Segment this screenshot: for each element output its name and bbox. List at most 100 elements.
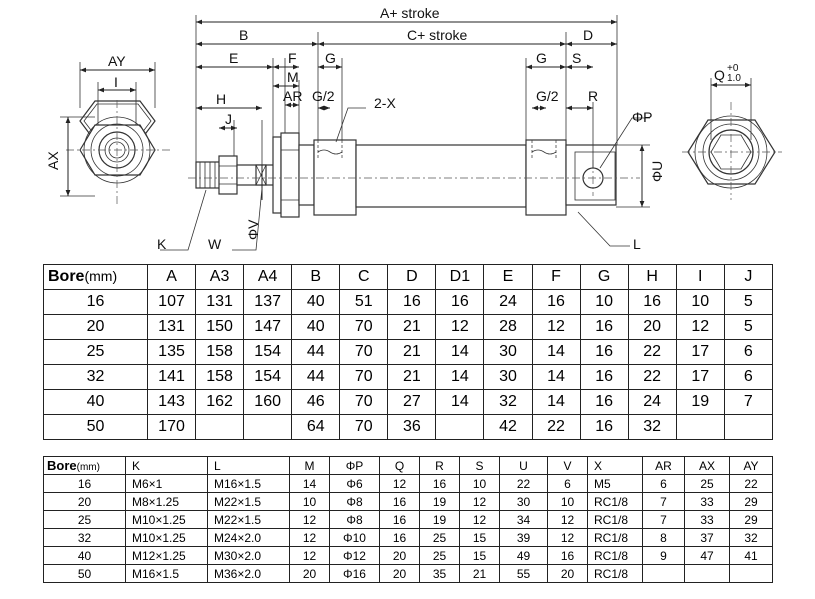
table-cell: 16	[627, 289, 677, 315]
table-cell: 15	[459, 546, 500, 565]
bore-header: Bore(mm)	[43, 456, 126, 475]
right-end-view	[682, 78, 782, 200]
table-cell: Φ10	[329, 528, 380, 547]
table-cell: 12	[547, 510, 588, 529]
header-cell: J	[723, 264, 774, 290]
table-cell: 41	[729, 546, 773, 565]
table-cell: 22	[729, 474, 773, 493]
table-cell: Φ6	[329, 474, 380, 493]
bore-header: Bore(mm)	[43, 264, 148, 290]
header-cell: C	[339, 264, 389, 290]
table-cell: 21	[387, 314, 437, 340]
table-cell: 8	[642, 528, 685, 547]
table-cell: 24	[627, 389, 677, 415]
table-cell: 158	[195, 339, 245, 365]
label-e: E	[229, 50, 238, 66]
table-cell: 25	[419, 546, 460, 565]
table-cell: 158	[195, 364, 245, 390]
table-cell: 20	[627, 314, 677, 340]
table-cell: 14	[435, 339, 485, 365]
table-cell: 10	[459, 474, 500, 493]
table-cell	[684, 564, 730, 583]
table-cell: Φ8	[329, 510, 380, 529]
table-cell: Φ16	[329, 564, 380, 583]
table-header-row: Bore(mm) A A3 A4 B C D D1 E F G H I J	[43, 264, 774, 290]
table-cell: 17	[675, 339, 725, 365]
table-cell: 10	[675, 289, 725, 315]
label-ax: AX	[45, 151, 61, 170]
table-cell: 20	[379, 564, 420, 583]
table-cell: 16	[579, 364, 629, 390]
table-cell: 27	[387, 389, 437, 415]
table-cell: 17	[675, 364, 725, 390]
table-cell: 10	[547, 492, 588, 511]
header-cell: AR	[642, 456, 685, 475]
table-cell: 150	[195, 314, 245, 340]
header-cell: B	[291, 264, 341, 290]
header-cell: A4	[243, 264, 293, 290]
table-cell: 160	[243, 389, 293, 415]
table-cell: RC1/8	[587, 564, 643, 583]
table-cell: RC1/8	[587, 528, 643, 547]
table-cell: 6	[547, 474, 588, 493]
label-q-tol-lower: 1.0	[727, 73, 741, 84]
header-cell: ΦP	[329, 456, 380, 475]
table-cell: 12	[289, 528, 330, 547]
table-cell: 141	[146, 364, 197, 390]
table-cell: 51	[339, 289, 389, 315]
table-cell: 12	[547, 528, 588, 547]
bore-cell: 16	[43, 289, 148, 315]
cylinder-dimension-drawing: A+ stroke B C+ stroke D E F G G S M AR H…	[45, 5, 782, 252]
header-cell: D1	[435, 264, 485, 290]
table-cell: 14	[289, 474, 330, 493]
table-cell: 9	[642, 546, 685, 565]
table-cell: 154	[243, 364, 293, 390]
table-cell: 14	[435, 364, 485, 390]
table-cell: 28	[483, 314, 533, 340]
table-cell: M5	[587, 474, 643, 493]
left-end-view	[60, 62, 170, 205]
table-cell: M30×2.0	[207, 546, 290, 565]
table-cell: 16	[547, 546, 588, 565]
table-cell: 29	[729, 510, 773, 529]
label-h: H	[216, 91, 226, 107]
table-cell	[195, 414, 245, 440]
table-cell: 40	[291, 289, 341, 315]
table-cell: 170	[146, 414, 197, 440]
table-cell: 16	[379, 510, 420, 529]
table-cell: 16	[387, 289, 437, 315]
table-cell: 46	[291, 389, 341, 415]
table-cell: M10×1.25	[125, 528, 208, 547]
header-cell: I	[675, 264, 725, 290]
label-s: S	[572, 50, 581, 66]
table-cell: M8×1.25	[125, 492, 208, 511]
table-cell: 47	[684, 546, 730, 565]
header-cell: Q	[379, 456, 420, 475]
bore-cell: 32	[43, 528, 126, 547]
dimension-table-2: Bore(mm) K L M ΦP Q R S U V X AR AX AY 1…	[43, 456, 773, 583]
table-cell: M22×1.5	[207, 492, 290, 511]
label-g-half-right: G/2	[536, 88, 559, 104]
table-cell: 16	[579, 339, 629, 365]
table-cell: 14	[435, 389, 485, 415]
cylinder-side-view	[160, 15, 650, 251]
label-phi-p: ΦP	[632, 109, 653, 125]
label-w: W	[208, 236, 222, 252]
table-cell: 147	[243, 314, 293, 340]
table-cell: 12	[531, 314, 581, 340]
table-cell: 37	[684, 528, 730, 547]
table-cell: 70	[339, 414, 389, 440]
table-cell: 70	[339, 389, 389, 415]
bore-cell: 25	[43, 510, 126, 529]
table-cell: 33	[684, 492, 730, 511]
table-cell: 154	[243, 339, 293, 365]
table-cell: M16×1.5	[207, 474, 290, 493]
header-cell: A	[146, 264, 197, 290]
header-cell: F	[531, 264, 581, 290]
table-cell: 34	[499, 510, 548, 529]
header-cell: S	[459, 456, 500, 475]
